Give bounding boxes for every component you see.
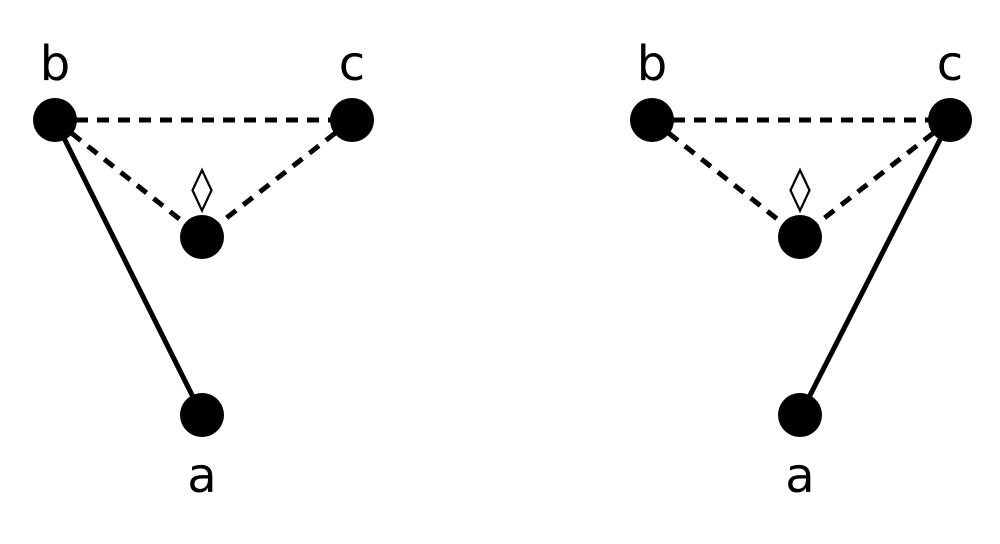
left-label-c: c — [339, 36, 365, 92]
right-node-c — [928, 98, 972, 142]
right-node-w — [778, 215, 822, 259]
left-label-a: a — [187, 448, 216, 504]
right-node-a — [778, 393, 822, 437]
right-label-a: a — [785, 448, 814, 504]
right-edge-c-w — [798, 118, 952, 239]
right-edge-c-a — [797, 117, 953, 418]
left-label-modal: ◊ — [191, 163, 213, 214]
left-node-b — [33, 98, 77, 142]
left-edge-b-a — [52, 117, 205, 418]
right-edge-b-w — [650, 118, 802, 239]
left-node-w — [180, 215, 224, 259]
right-label-modal: ◊ — [789, 163, 811, 214]
left-node-a — [180, 393, 224, 437]
left-node-c — [330, 98, 374, 142]
right-label-c: c — [937, 36, 963, 92]
right-label-b: b — [637, 36, 667, 92]
right-graph: b c ◊ a — [630, 36, 972, 504]
left-graph: b c ◊ a — [33, 36, 374, 504]
left-label-b: b — [40, 36, 70, 92]
left-edge-b-w — [53, 118, 204, 239]
left-edge-c-w — [200, 118, 354, 239]
right-node-b — [630, 98, 674, 142]
